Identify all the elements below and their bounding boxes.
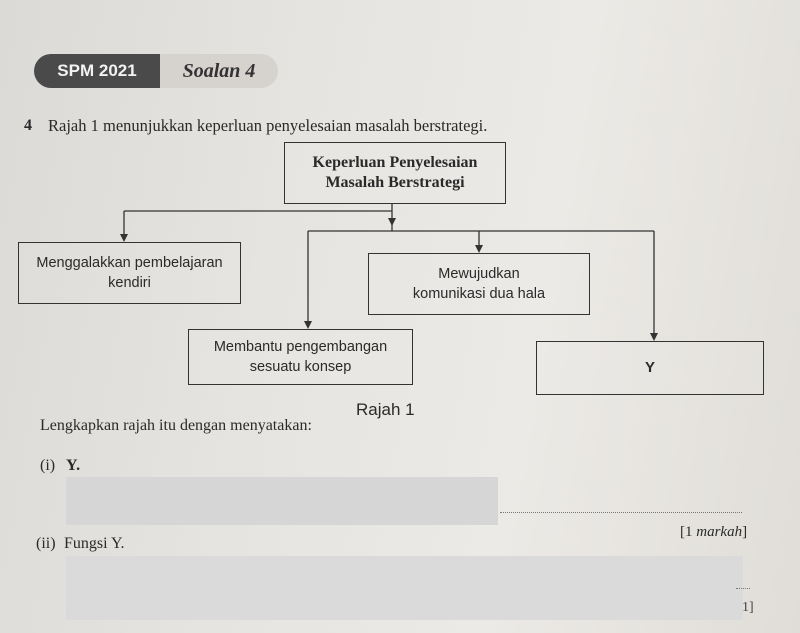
- diagram-box-konsep: Membantu pengembangan sesuatu konsep: [188, 329, 413, 385]
- diagram-komunikasi-text: Mewujudkan komunikasi dua hala: [412, 266, 546, 302]
- marks-word: markah: [696, 524, 743, 540]
- marks-edge-fragment: 1]: [742, 600, 754, 615]
- answer-box-i[interactable]: [66, 477, 498, 525]
- instruction-text: Lengkapkan rajah itu dengan menyatakan:: [40, 417, 312, 434]
- question-label: Soalan 4: [160, 54, 278, 88]
- part-ii-text: Fungsi Y.: [64, 535, 125, 552]
- diagram-kendiri-text: Menggalakkan pembelajaran kendiri: [36, 255, 223, 291]
- diagram-box-y: Y: [536, 341, 764, 395]
- diagram-caption: Rajah 1: [356, 400, 415, 419]
- answer-box-ii[interactable]: [66, 556, 743, 620]
- diagram-box-kendiri: Menggalakkan pembelajaran kendiri: [18, 242, 241, 304]
- question-text: Rajah 1 menunjukkan keperluan penyelesai…: [48, 116, 488, 135]
- part-i-text: Y.: [66, 457, 81, 474]
- part-i-number: (i): [40, 457, 56, 474]
- diagram-box-komunikasi: Mewujudkan komunikasi dua hala: [368, 253, 590, 315]
- marks-open: [1: [680, 524, 697, 540]
- marks-label: [1 markah]: [680, 524, 747, 541]
- answer-dotted-line-ii: [736, 588, 750, 589]
- diagram-main-box: Keperluan Penyelesaian Masalah Berstrate…: [284, 142, 506, 204]
- exam-badge: SPM 2021 Soalan 4: [34, 54, 278, 88]
- marks-close: ]: [742, 524, 748, 540]
- part-ii-number: (ii): [36, 535, 56, 552]
- diagram-y-text: Y: [644, 359, 655, 376]
- answer-dotted-line-i: [500, 512, 742, 513]
- diagram-konsep-text: Membantu pengembangan sesuatu konsep: [213, 339, 388, 375]
- exam-year-label: SPM 2021: [34, 54, 160, 88]
- question-number: 4: [24, 117, 32, 134]
- diagram-main-text: Keperluan Penyelesaian Masalah Berstrate…: [312, 154, 478, 191]
